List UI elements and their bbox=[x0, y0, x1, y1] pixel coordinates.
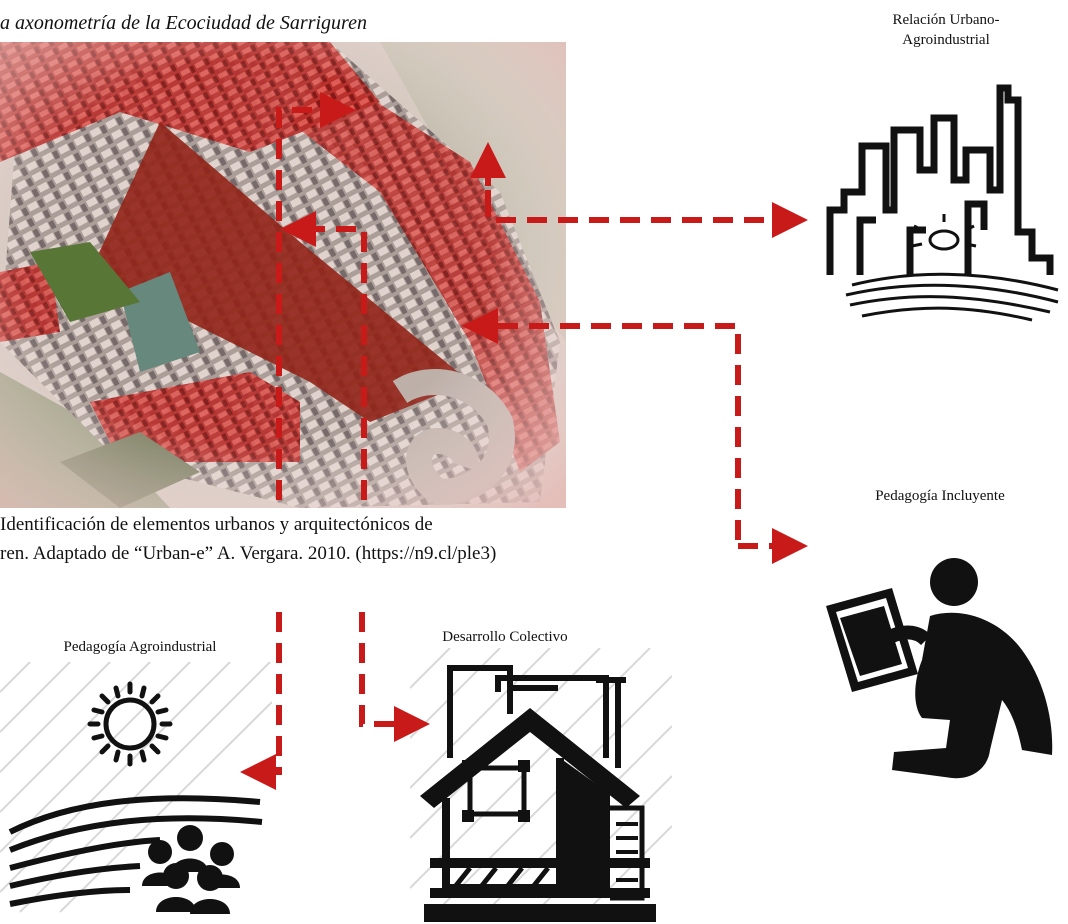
label-pedagogia-agroindustrial: Pedagogía Agroindustrial bbox=[63, 639, 217, 655]
aerial-photo-sarriguren bbox=[0, 42, 566, 508]
label-desarrollo-colectivo: Desarrollo Colectivo bbox=[442, 629, 568, 645]
caption-line-2: ren. Adaptado de “Urban-e” A. Vergara. 2… bbox=[0, 543, 497, 564]
caption-line-1: Identificación de elementos urbanos y ar… bbox=[0, 514, 433, 535]
city-skyline-icon bbox=[822, 80, 1066, 322]
house-construction-icon bbox=[410, 648, 672, 924]
sun-field-community-icon bbox=[0, 662, 272, 924]
kneeling-reader-icon bbox=[822, 540, 1068, 790]
figure-caption: Identificación de elementos urbanos y ar… bbox=[0, 510, 496, 568]
label-relacion-urbano-agroindustrial: Relación Urbano- Agroindustrial bbox=[892, 12, 1000, 48]
label-pedagogia-incluyente: Pedagogía Incluyente bbox=[875, 488, 1005, 504]
figure-title: a axonometría de la Ecociudad de Sarrigu… bbox=[0, 12, 367, 34]
